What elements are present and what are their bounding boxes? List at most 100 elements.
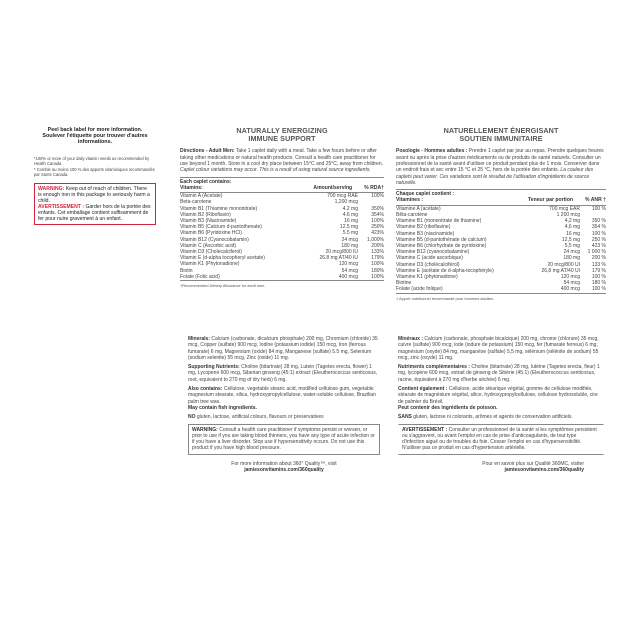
fr-minerals-text: Calcium (carbonate, phosphate bicalcique… [398,336,599,361]
nutrient-amount: 26,8 mg AT/40 UI [541,267,580,274]
nutrient-name: Vitamine B1 (mononitrate de thiamine) [396,218,482,225]
warning-fr-label: AVERTISSEMENT : [38,203,85,210]
left-notes: Peel back label for more information. So… [34,127,156,225]
nutrient-name: Vitamine B3 (niacinamide) [396,230,455,237]
peel-back-en: Peel back label for more information. [47,127,143,133]
nutrient-name: Vitamine B2 (riboflavine) [396,224,451,231]
nutrient-name: Vitamine D3 (cholécalciférol) [396,261,460,268]
fr-more-info-text: Pour en savoir plus sur Qualité 360MC, v… [482,460,584,467]
nutrient-percent: 1,000% [367,236,384,243]
nutrient-amount: 120 mcg [560,274,580,281]
nutrient-name: Vitamin B2 (Riboflavin) [180,211,231,218]
fr-directions-label: Posologie - Hommes adultes : [396,148,468,155]
col-amount: Amount/serving [313,184,353,191]
nutrient-name: Beta-carotene [180,199,212,206]
iron-warning-en: WARNING: Keep out of reach of children. … [38,186,152,204]
nutrient-percent: 100% [371,218,384,224]
nutrient-name: Vitamin B5 (Calcium d-pantothenate) [180,224,262,231]
nutrient-name: Vitamin C (Ascorbic acid) [180,242,237,249]
nutrient-amount: 700 mcg EAR [549,205,580,212]
nutrient-amount: 120 mcg [338,261,358,268]
fr-directions-italic: La couleur des caplets peut varier. Ces … [396,167,594,186]
english-warning-box: WARNING: Consult a health care practitio… [188,423,380,455]
nutrient-percent: 100% [371,273,384,280]
peel-back-fr: Soulever l'étiquette pour trouver d'autr… [42,133,148,146]
nutrient-row: Vitamine B5 (d-pantothénate de calcium)1… [396,237,606,243]
fr-supporting-paragraph: Nutriments complémentaires : Choline (bi… [398,364,604,383]
quality-url: jamiesonvitamins.com/360quality [244,467,324,474]
iron-warning-fr: AVERTISSEMENT : Garder hors de la portée… [38,204,152,222]
nutrient-name: Vitamine A (acétate) [396,205,441,212]
english-title-1: NATURALLY ENERGIZING [236,126,328,135]
nutrient-amount: 5,5 mg [564,243,580,249]
fr-warning-label: AVERTISSEMENT : [402,426,448,433]
nutrient-percent: 350% [371,205,384,212]
nutrient-amount: 400 mcg [338,273,358,280]
nutrient-percent: 200% [371,242,384,249]
nutrient-name: Vitamin E (d-alpha tocopheryl acetate) [180,255,265,262]
supporting-paragraph: Supporting Nutrients: Choline (bitartrat… [188,364,380,383]
fr-minerals-label: Minéraux : [398,336,424,342]
fr-no-text: gluten, lactose ni colorants, arômes et … [413,414,573,421]
fr-col-amount: Teneur par portion [528,197,573,204]
nutrient-name: Bêta-carotène [396,211,428,218]
nutrient-amount: 180 mg [341,242,358,249]
nutrient-percent: 200 % [591,255,606,262]
nutrient-name: Vitamin B6 (Pyridoxine HCl) [180,230,242,237]
nutrient-amount: 4.6 mg [342,211,358,218]
nutrient-percent: 179% [371,255,384,262]
minerals-text: Calcium (carbonate, dicalcium phosphate)… [188,336,378,361]
french-title-1: NATURELLEMENT ÉNERGISANT [443,126,559,135]
nutrient-amount: 24 mcg [563,249,580,256]
nutrient-name: Vitamin A (Acetate) [180,193,223,200]
fr-no-label: SANS [398,414,412,421]
nutrient-amount: 700 mcg RAE [327,193,358,200]
supporting-label: Supporting Nutrients: [188,364,240,371]
no-paragraph: NO gluten, lactose, artificial colours, … [188,414,380,420]
minerals-paragraph: Minerals: Calcium (carbonate, dicalcium … [188,336,380,361]
nutrient-amount: 54 mcg [341,267,358,274]
also-contains-text: Cellulose, vegetable stearic acid, modif… [188,386,376,405]
nutrient-row: Vitamine B6 (chlorhydrate de pyridoxine)… [396,243,606,249]
fr-also-contains-text: Cellulose, acide stéarique végétal, gomm… [398,386,598,405]
nutrient-percent: 423% [371,230,384,237]
nutrient-percent: 100% [371,193,384,200]
nutrient-percent: 423 % [591,243,606,249]
fish-text: May contain fish ingredients. [188,404,257,411]
nutrient-row: Vitamin A (Acetate) 700 mcg RAE 100% [180,193,384,199]
minerals-label: Minerals: [188,336,210,342]
nutrient-percent: 250% [371,224,384,231]
english-panel: NATURALLY ENERGIZING IMMUNE SUPPORT Dire… [180,126,384,288]
warning-en-label: WARNING: [38,185,65,192]
fr-fish-text: Peut contenir des ingrédients de poisson… [398,404,498,411]
fr-also-contains-label: Contient également : [398,386,448,393]
nutrient-percent: 350 % [591,218,606,225]
french-warning-box: AVERTISSEMENT : Consulter un professionn… [398,423,604,455]
nutrient-amount: 4.2 mg [342,205,358,212]
nutrient-percent: 100% [371,261,384,268]
directions-text: Take 1 caplet daily with a meal. Take a … [180,148,384,167]
fish-note: May contain fish ingredients. [188,405,380,411]
iron-warning-box: WARNING: Keep out of reach of children. … [34,182,156,225]
nutrient-name: Biotin [180,267,193,274]
nutrient-percent: 354 % [591,224,606,231]
nutrient-name: Vitamin D3 (Cholecalciferol) [180,249,242,256]
nutrient-amount: 180 mg [563,255,580,262]
english-directions: Directions - Adult Men: Take 1 caplet da… [180,148,384,173]
fr-directions-text: Prendre 1 caplet par jour au repas. Pren… [396,148,604,174]
col-vitamins: Vitamins: [180,184,203,191]
nutrient-amount: 26.8 mg AT/40 IU [319,255,358,262]
nutrient-percent: 133% [371,249,384,256]
no-text: gluten, lactose, artificial colours, fla… [196,414,324,421]
